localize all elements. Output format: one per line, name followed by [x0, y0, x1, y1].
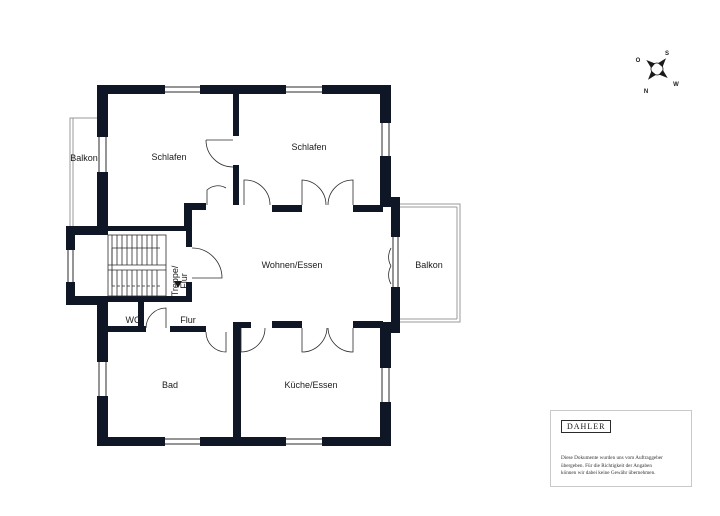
doors [145, 139, 392, 353]
label-schlafen-right: Schlafen [291, 142, 326, 152]
windows [67, 86, 399, 445]
balconies [69, 117, 461, 323]
stair-arrow [174, 281, 182, 288]
compass-arrow-icon [657, 58, 666, 68]
label-balkon-right: Balkon [415, 260, 443, 270]
label-schlafen-left: Schlafen [151, 152, 186, 162]
disclaimer-line: können wir dabei keine Gewähr übernehmen… [561, 470, 656, 476]
outer-walls [66, 85, 400, 446]
label-wohnen-essen: Wohnen/Essen [262, 260, 323, 270]
label-treppe: Treppe/ [170, 265, 180, 296]
disclaimer-line: Diese Dokumente wurden uns vom Auftragge… [561, 455, 663, 461]
brand-logo: DAHLER [561, 420, 612, 433]
disclaimer-box: DAHLER Diese Dokumente wurden uns vom Au… [550, 410, 692, 487]
label-balkon-left: Balkon [70, 153, 98, 163]
label-bad: Bad [162, 380, 178, 390]
compass-letter-o: O [636, 58, 641, 64]
label-wc: WC [126, 315, 141, 325]
label-flur: Flur [180, 315, 196, 325]
label-treppe-flur: Flur [179, 273, 189, 289]
disclaimer-text: Diese Dokumente wurden uns vom Auftragge… [561, 455, 689, 478]
compass-letter-n: N [644, 89, 648, 95]
compass [646, 58, 668, 80]
label-kueche-essen: Küche/Essen [284, 380, 337, 390]
inner-walls [108, 94, 383, 437]
compass-letter-s: S [665, 51, 669, 57]
compass-letters: S O W N [636, 51, 680, 95]
stairs [107, 234, 167, 297]
compass-letter-w: W [673, 82, 679, 88]
room-labels: Balkon Schlafen Schlafen Wohnen/Essen Ba… [70, 142, 443, 390]
disclaimer-line: übergeben. Für die Richtigkeit der Angab… [561, 462, 652, 469]
